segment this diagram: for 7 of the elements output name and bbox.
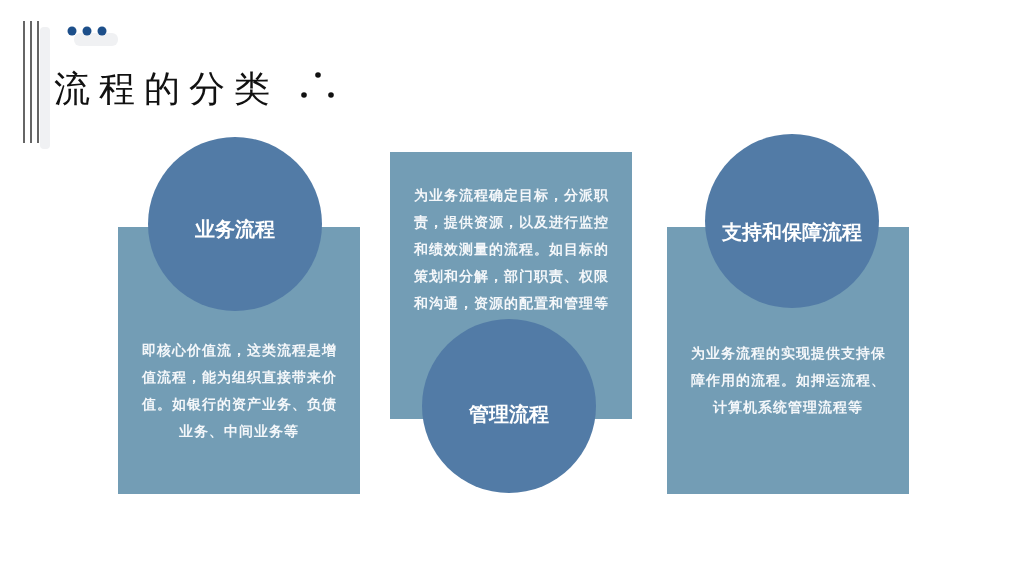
category-title: 业务流程 (195, 216, 275, 242)
category-title: 管理流程 (469, 401, 549, 427)
description-text: 即核心价值流，这类流程是增值流程，能为组织直接带来价值。如银行的资产业务、负债业务、中间业务等 (140, 341, 338, 441)
category-title: 支持和保障流程 (722, 219, 862, 245)
slide-title: 流程的分类 (54, 67, 279, 111)
description-text: 为业务流程确定目标，分派职责，提供资源，以及进行监控和绩效测量的流程。如目标的策划和分解，部门职责、权限和沟通，资源的配置和管理等 (412, 186, 610, 313)
description-text: 为业务流程的实现提供支持保障作用的流程。如押运流程、计算机系统管理流程等 (689, 344, 887, 417)
